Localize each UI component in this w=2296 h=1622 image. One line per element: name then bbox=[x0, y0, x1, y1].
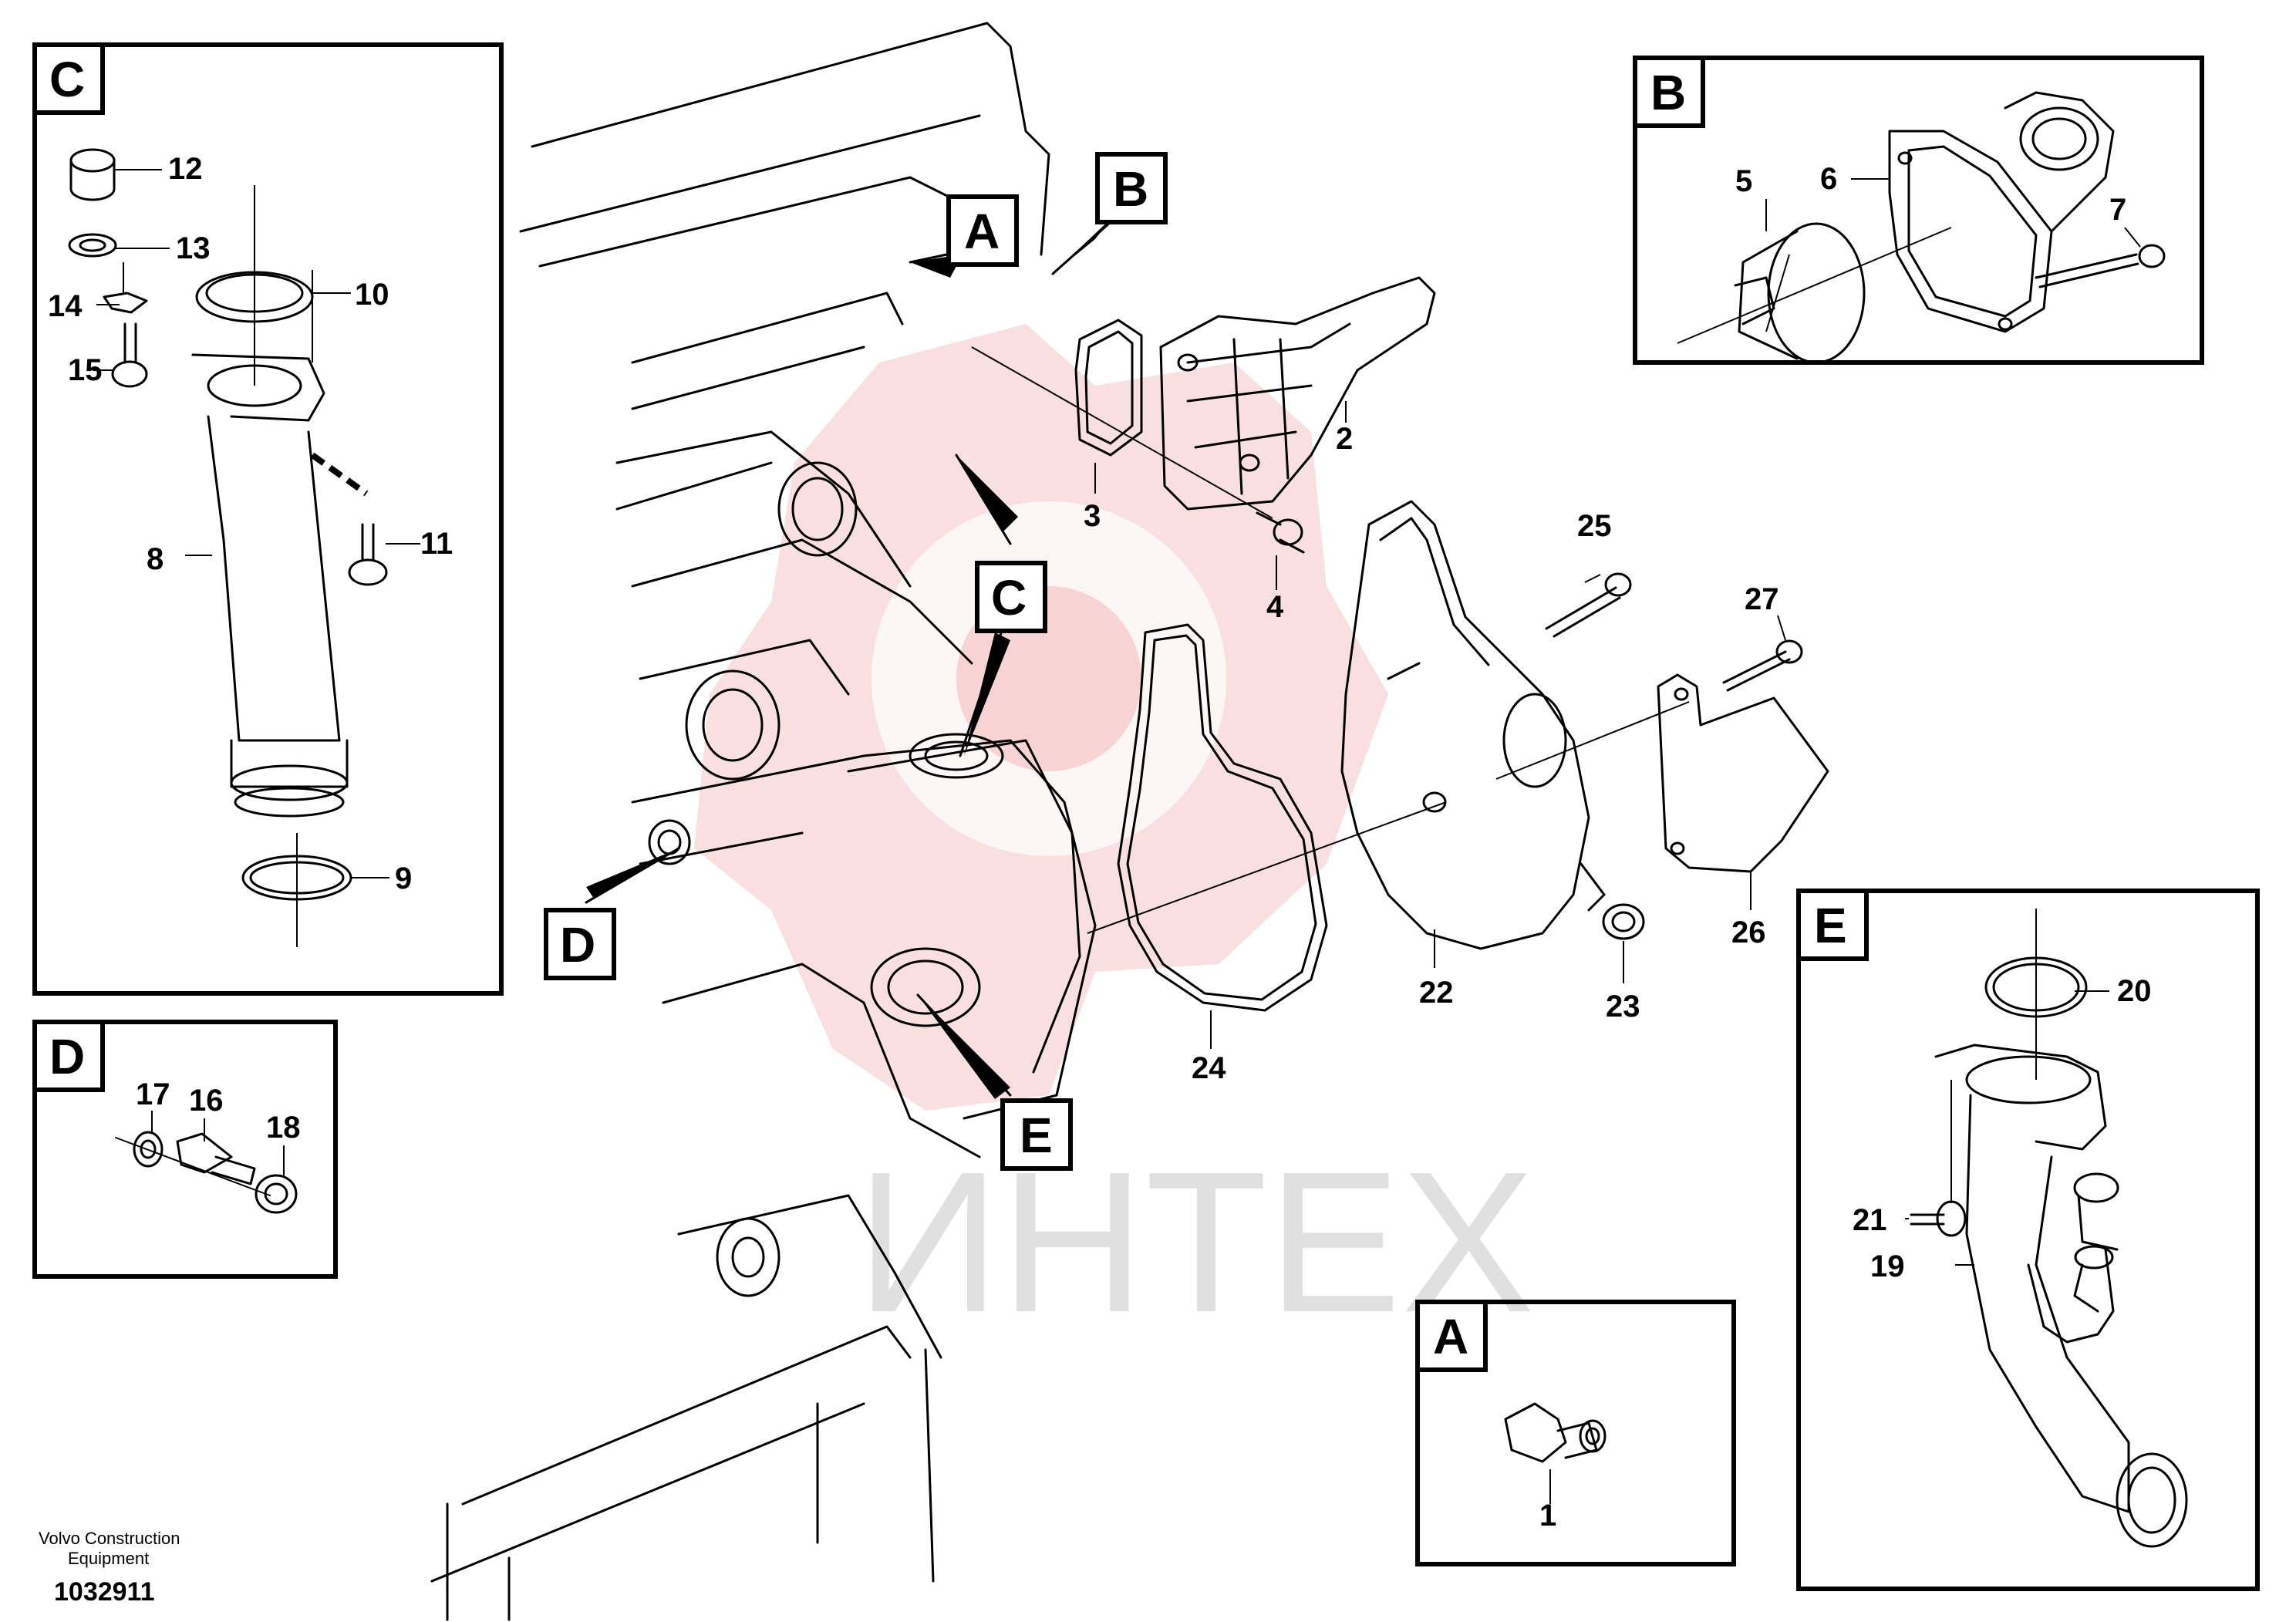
callout-leaders bbox=[93, 169, 2141, 1504]
callout-17: 17 bbox=[136, 1077, 170, 1111]
callout-10: 10 bbox=[355, 278, 389, 312]
detail-frame-D: D bbox=[32, 1020, 338, 1279]
detail-E-axis-lines bbox=[1950, 909, 2037, 1203]
bolt-part-4 bbox=[1256, 511, 1305, 554]
svg-text:A: A bbox=[1433, 1309, 1468, 1364]
callout-2: 2 bbox=[1336, 422, 1353, 456]
detail-frame-E: E bbox=[1796, 889, 2260, 1591]
callout-20: 20 bbox=[2117, 974, 2152, 1008]
bolt-part-25 bbox=[1545, 572, 1632, 638]
svg-text:B: B bbox=[1113, 161, 1148, 217]
detail-frame-B: B bbox=[1633, 56, 2204, 365]
gasket-ring-part-24 bbox=[1117, 623, 1328, 1012]
detail-pointers bbox=[585, 207, 1128, 1099]
watermark-logo bbox=[694, 324, 1388, 1111]
callout-13: 13 bbox=[176, 231, 211, 265]
heat-shield-part-26 bbox=[1657, 673, 1829, 873]
plug-part-23 bbox=[1602, 903, 1645, 940]
svg-text:A: A bbox=[964, 204, 1000, 259]
detail-frame-C: C bbox=[32, 42, 504, 996]
callout-4: 4 bbox=[1266, 590, 1284, 624]
detail-B-parts bbox=[1734, 91, 2166, 364]
gasket-part-3 bbox=[1074, 319, 1143, 457]
leader-line bbox=[971, 346, 1273, 519]
brand-line-2: Equipment bbox=[68, 1549, 149, 1568]
callout-25: 25 bbox=[1577, 509, 1612, 543]
callout-27: 27 bbox=[1745, 582, 1779, 616]
detail-E-parts bbox=[1910, 956, 2188, 1548]
svg-text:E: E bbox=[1814, 898, 1847, 953]
detail-frame-A: A bbox=[1415, 1300, 1736, 1566]
drawing-number: 1032911 bbox=[54, 1577, 155, 1607]
callout-19: 19 bbox=[1870, 1249, 1905, 1283]
bolt-part-27 bbox=[1722, 639, 1803, 692]
footer-block: Volvo Construction Equipment 1032911 bbox=[39, 1529, 180, 1607]
callout-16: 16 bbox=[189, 1084, 224, 1118]
brand-line-1: Volvo Construction bbox=[39, 1529, 180, 1548]
callout-18: 18 bbox=[266, 1111, 301, 1145]
callout-23: 23 bbox=[1606, 990, 1640, 1023]
detail-D-parts bbox=[115, 1131, 298, 1214]
detail-tag-C-main: C bbox=[975, 561, 1047, 633]
svg-text:D: D bbox=[560, 917, 595, 973]
callout-26: 26 bbox=[1731, 916, 1766, 949]
svg-text:B: B bbox=[1650, 65, 1686, 120]
detail-C-axis-lines bbox=[123, 185, 369, 947]
engine-block-drawing bbox=[430, 22, 1097, 1621]
callout-9: 9 bbox=[395, 862, 412, 895]
callout-3: 3 bbox=[1084, 499, 1101, 533]
svg-text:D: D bbox=[49, 1029, 85, 1084]
callout-21: 21 bbox=[1853, 1203, 1887, 1237]
callout-11: 11 bbox=[420, 527, 453, 561]
detail-A-parts bbox=[1504, 1402, 1607, 1463]
detail-C-parts bbox=[68, 148, 388, 901]
callout-8: 8 bbox=[147, 542, 164, 576]
leader-line bbox=[1087, 801, 1447, 934]
callout-14: 14 bbox=[48, 289, 83, 323]
callout-15: 15 bbox=[68, 353, 103, 387]
detail-tag-D-main: D bbox=[544, 908, 616, 980]
detail-tag-A-main: A bbox=[946, 194, 1019, 267]
callout-7: 7 bbox=[2109, 193, 2126, 227]
water-pump-part-22 bbox=[1340, 500, 1606, 950]
callout-12: 12 bbox=[168, 152, 203, 186]
callout-5: 5 bbox=[1735, 164, 1752, 198]
svg-text:C: C bbox=[991, 570, 1027, 626]
bracket-part-2 bbox=[1159, 276, 1436, 511]
svg-text:E: E bbox=[1020, 1108, 1053, 1163]
detail-tag-E-main: E bbox=[1000, 1098, 1073, 1171]
leader-line bbox=[1495, 701, 1690, 780]
detail-tag-B-main: B bbox=[1095, 152, 1168, 224]
leader-line bbox=[1677, 227, 1952, 344]
callout-24: 24 bbox=[1192, 1051, 1226, 1085]
callout-1: 1 bbox=[1539, 1499, 1556, 1533]
svg-text:C: C bbox=[49, 52, 85, 107]
callout-6: 6 bbox=[1820, 162, 1837, 196]
callout-22: 22 bbox=[1419, 976, 1454, 1010]
callout-labels: 1 2 3 4 5 6 7 8 9 10 11 12 13 14 15 16 1… bbox=[48, 152, 2152, 1533]
